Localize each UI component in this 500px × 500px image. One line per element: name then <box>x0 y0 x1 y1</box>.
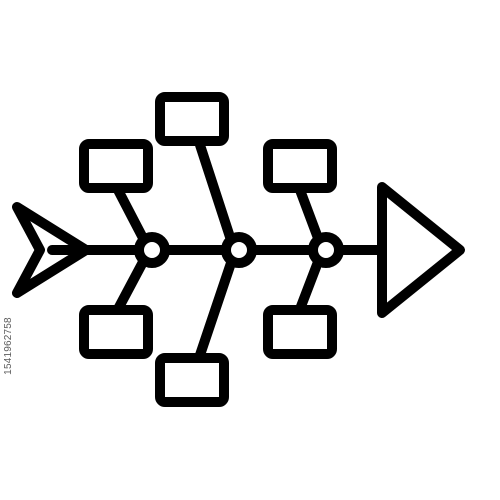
cause-box-upper-left <box>79 139 153 193</box>
fish-head-icon <box>377 182 465 318</box>
joint-right <box>308 232 344 268</box>
bone-upper-right <box>295 185 323 243</box>
bone-lower-center <box>195 258 236 360</box>
bone-upper-center <box>195 140 235 242</box>
bone-lower-right <box>295 257 323 314</box>
bone-lower-left <box>113 257 148 314</box>
cause-box-lower-left <box>79 305 153 359</box>
joint-center <box>221 232 257 268</box>
fish-tail-icon <box>12 202 91 298</box>
cause-box-upper-right <box>263 139 337 193</box>
cause-box-bottom-center <box>155 353 229 407</box>
cause-box-lower-right <box>263 305 337 359</box>
cause-box-top-center <box>155 92 229 146</box>
bone-upper-left <box>113 185 148 243</box>
stock-image-id: 1541962758 <box>3 317 14 375</box>
joint-left <box>134 232 170 268</box>
